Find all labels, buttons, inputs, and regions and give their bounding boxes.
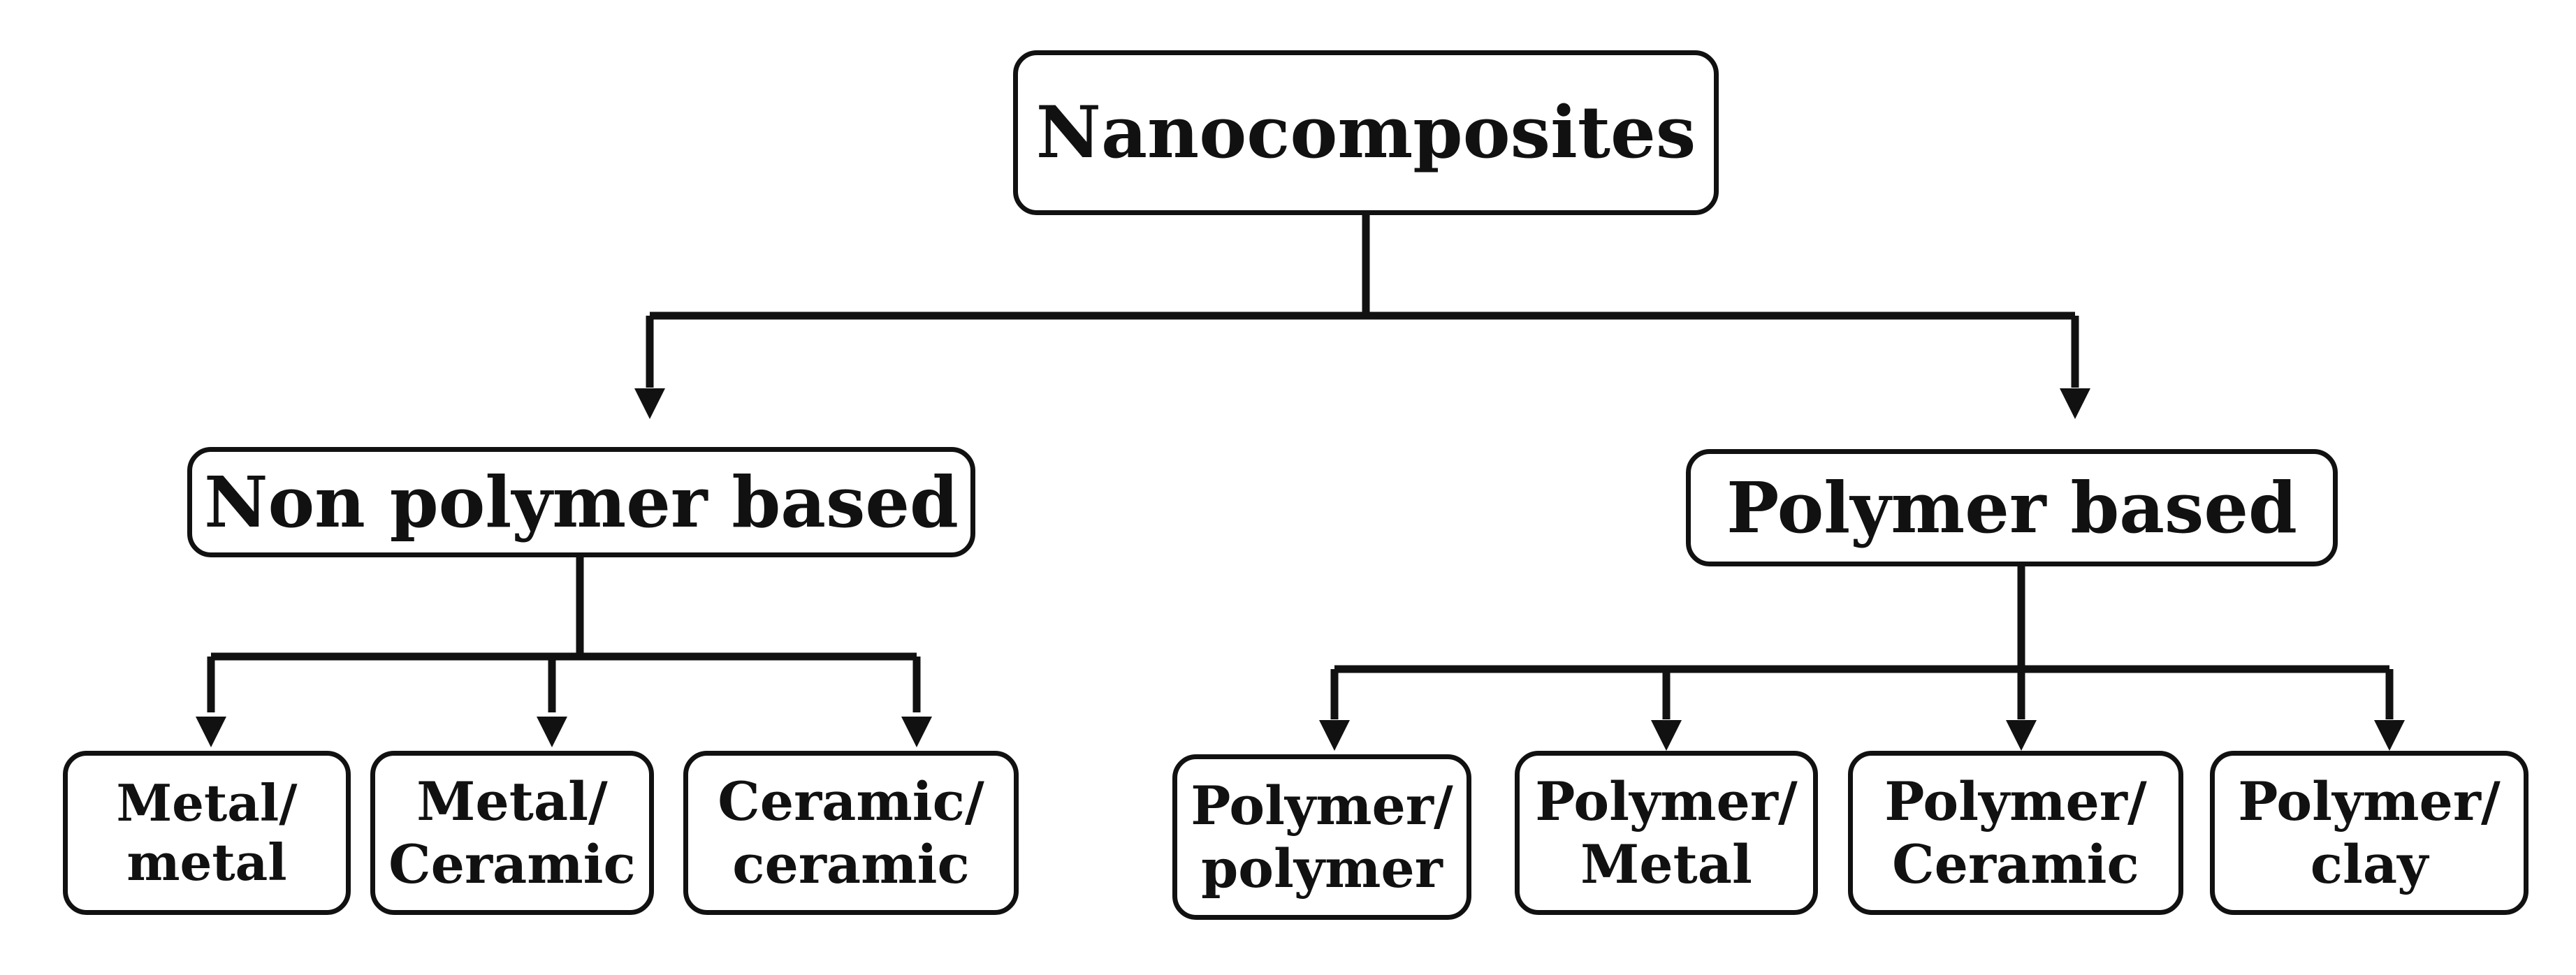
arrowhead-non-polymer [634, 388, 665, 419]
leaf-node-metal-ceramic: Metal/ Ceramic [370, 751, 654, 915]
leaf-node-polymer-clay: Polymer/ clay [2210, 751, 2528, 915]
non-polymer-arrowhead-2 [537, 717, 567, 747]
leaf-node-label: Metal/ metal [116, 772, 298, 892]
root-node-label: Nanocomposites [1035, 91, 1696, 175]
branch-node-label: Non polymer based [204, 461, 959, 543]
non-polymer-arrowhead-3 [901, 717, 932, 747]
root-node-nanocomposites: Nanocomposites [1013, 50, 1719, 215]
branch-node-polymer-based: Polymer based [1686, 449, 2338, 566]
leaf-node-polymer-ceramic: Polymer/ Ceramic [1848, 751, 2183, 915]
branch-node-non-polymer-based: Non polymer based [187, 447, 975, 557]
leaf-node-label: Polymer/ polymer [1191, 774, 1453, 900]
leaf-node-label: Polymer/ clay [2238, 770, 2501, 895]
leaf-node-polymer-metal: Polymer/ Metal [1515, 751, 1818, 915]
leaf-node-polymer-polymer: Polymer/ polymer [1172, 754, 1471, 920]
leaf-node-label: Metal/ Ceramic [388, 770, 636, 895]
polymer-arrowhead-4 [2374, 720, 2405, 751]
non-polymer-arrowhead-1 [196, 717, 226, 747]
polymer-arrowhead-1 [1319, 720, 1350, 751]
branch-node-label: Polymer based [1726, 467, 2297, 549]
leaf-node-label: Ceramic/ ceramic [718, 770, 984, 895]
arrowhead-polymer [2060, 388, 2090, 419]
leaf-node-ceramic-ceramic: Ceramic/ ceramic [683, 751, 1019, 915]
polymer-arrowhead-3 [2006, 720, 2037, 751]
leaf-node-label: Polymer/ Metal [1535, 770, 1798, 895]
leaf-node-label: Polymer/ Ceramic [1884, 770, 2147, 895]
polymer-arrowhead-2 [1651, 720, 1682, 751]
leaf-node-metal-metal: Metal/ metal [63, 751, 351, 915]
